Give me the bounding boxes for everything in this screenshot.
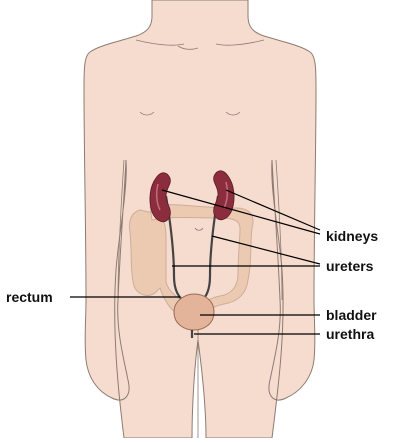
body-silhouette (83, 0, 317, 439)
collarbone-right (215, 39, 265, 46)
label-urethra: urethra (326, 326, 375, 342)
leader-kidney-right (225, 189, 321, 231)
kidney-right-highlight (223, 181, 229, 209)
leader-ureter-right (211, 235, 321, 265)
neck-line (177, 45, 199, 50)
label-rectum: rectum (6, 289, 53, 305)
kidney-left (149, 172, 171, 223)
bladder (173, 293, 215, 331)
label-ureters: ureters (326, 258, 374, 274)
navel (194, 227, 204, 231)
leader-kidney-left (161, 189, 321, 235)
arm-line-right (275, 159, 283, 301)
kidney-left-highlight (155, 183, 161, 211)
kidney-right (213, 170, 235, 221)
collarbone-left (135, 39, 185, 46)
nipple-left (139, 111, 155, 116)
arm-line-left (117, 159, 125, 301)
label-bladder: bladder (326, 307, 377, 323)
nipple-right (225, 111, 241, 116)
label-kidneys: kidneys (326, 228, 379, 244)
